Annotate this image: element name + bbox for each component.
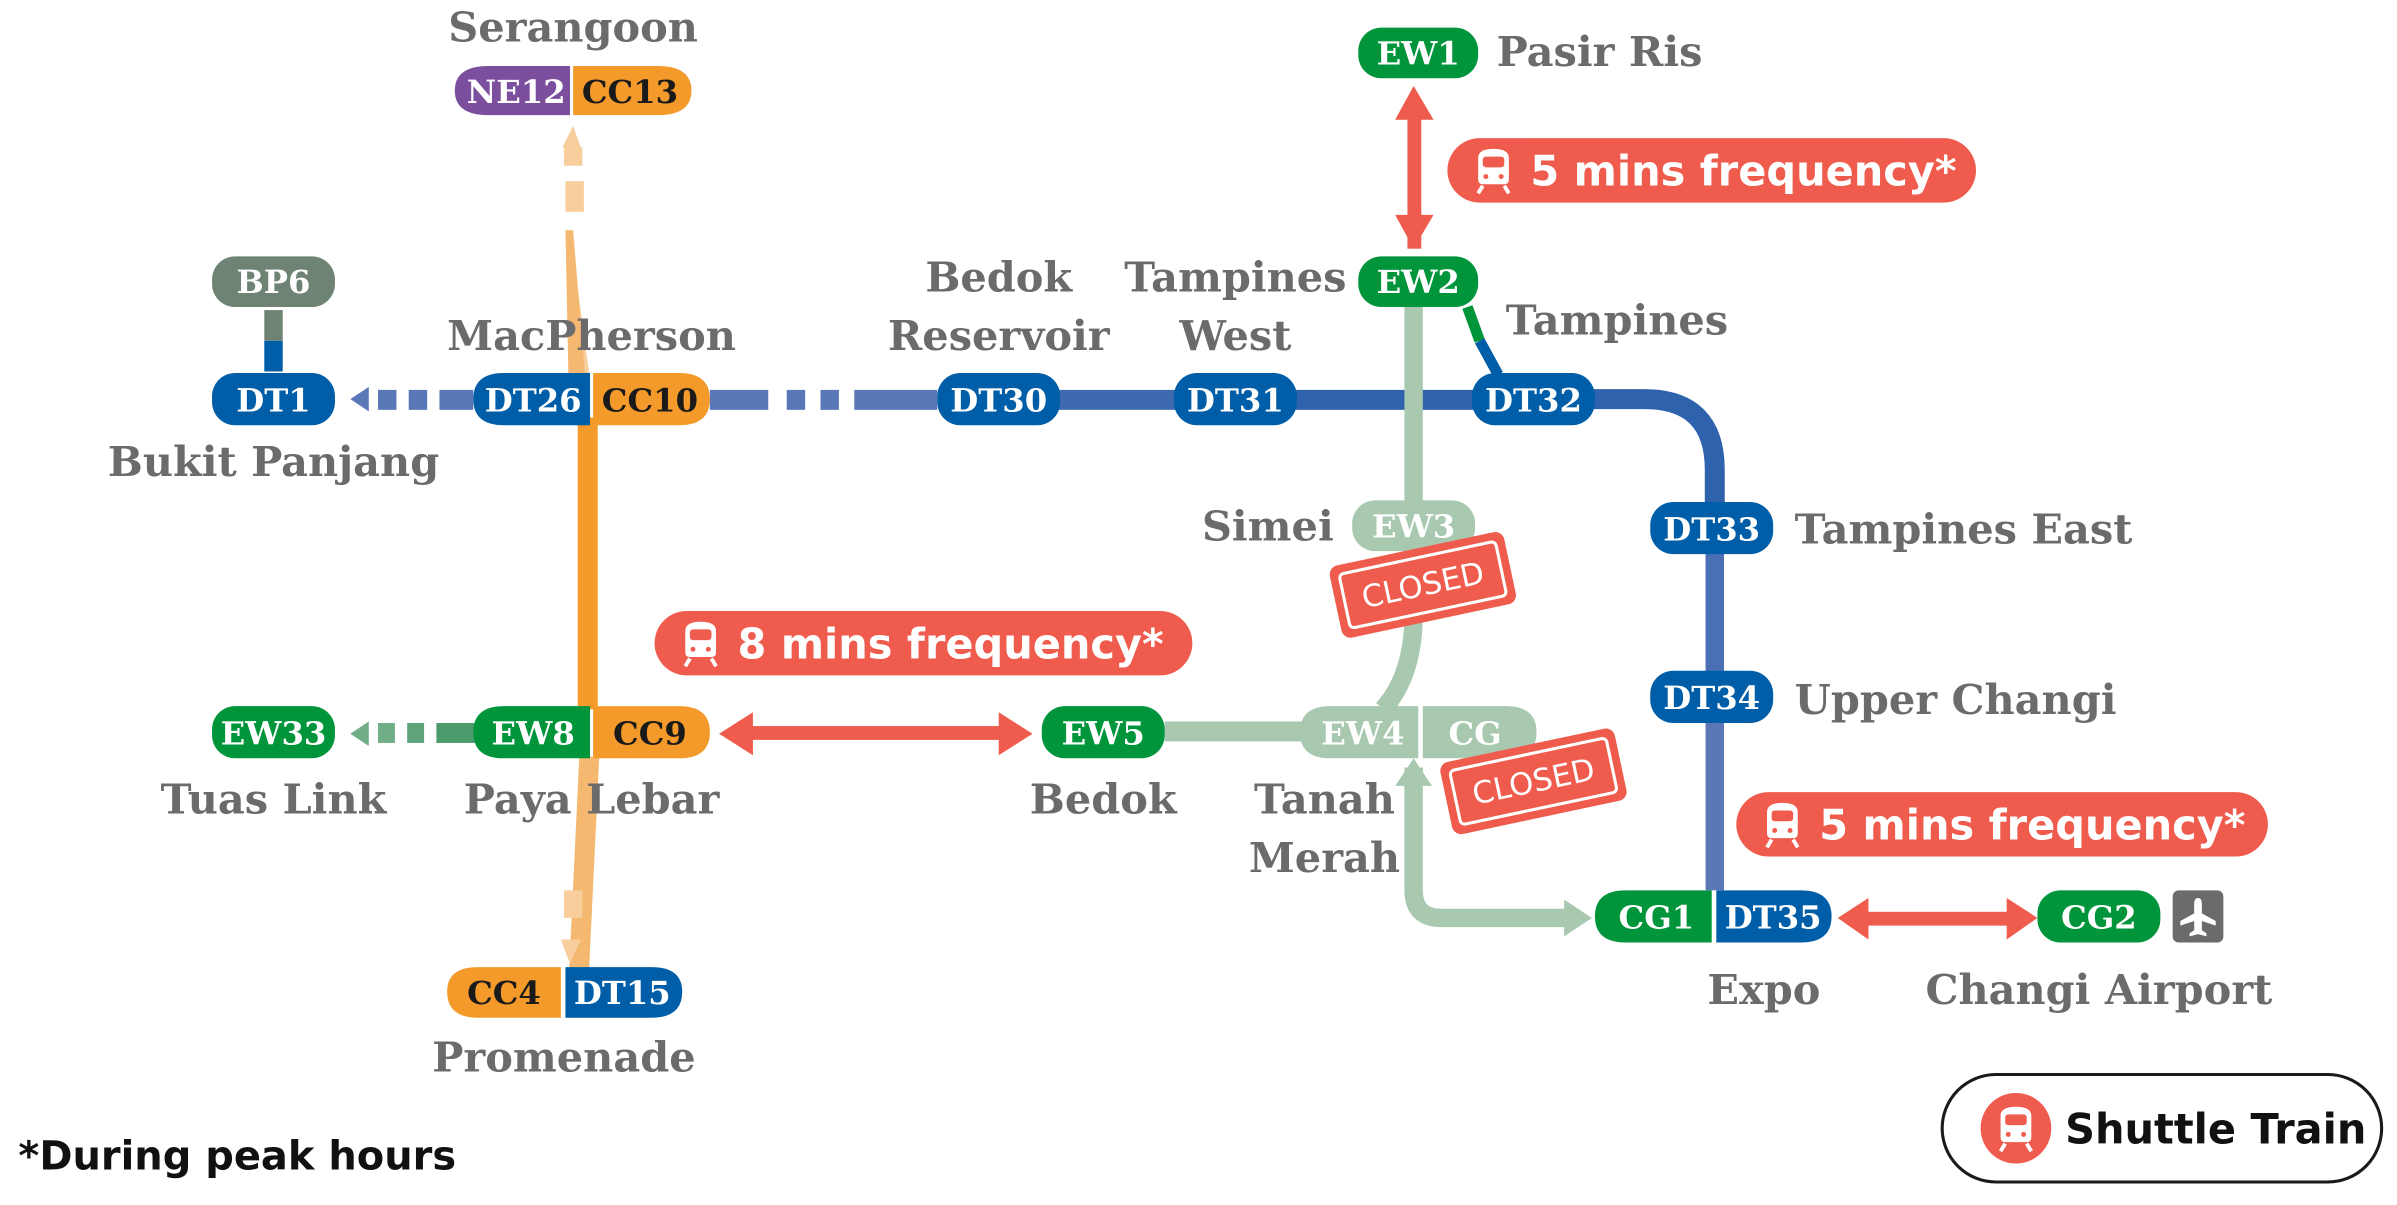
station-code: EW3 xyxy=(1372,507,1455,545)
station-promenade[interactable]: CC4 DT15 Promenade xyxy=(432,967,696,1081)
shuttle-arrow-paya-lebar-bedok xyxy=(719,712,1033,756)
shuttle-frequency-label: 8 mins frequency* xyxy=(738,621,1164,669)
ew-line-closed-track xyxy=(1164,307,1592,937)
station-code: CG xyxy=(1448,715,1501,753)
station-code: CC10 xyxy=(602,381,698,419)
station-tanah-merah[interactable]: EW4 CG Tanah Merah xyxy=(1249,706,1537,882)
station-serangoon[interactable]: NE12 CC13 Serangoon xyxy=(448,2,698,116)
station-tuas-link[interactable]: EW33 Tuas Link xyxy=(161,706,388,824)
circle-line-track xyxy=(560,125,600,983)
station-bukit-panjang[interactable]: DT1 Bukit Panjang xyxy=(108,373,439,486)
ew-tampines-connector xyxy=(1462,305,1485,343)
legend-shuttle-train: Shuttle Train xyxy=(1940,1072,2384,1184)
station-tampines-west[interactable]: DT31 Tampines West xyxy=(1124,253,1347,426)
station-name: Bedok xyxy=(1030,775,1178,824)
station-name: Tampines East xyxy=(1795,504,2133,553)
station-name-line2: West xyxy=(1178,311,1291,360)
station-code: NE12 xyxy=(467,73,566,111)
shuttle-frequency-pill: 8 mins frequency* xyxy=(654,610,1193,676)
station-code: EW33 xyxy=(221,715,327,753)
station-code: CC9 xyxy=(613,715,687,753)
airport-icon xyxy=(2172,890,2224,943)
station-code: EW8 xyxy=(492,715,575,753)
station-name-line1: Bedok xyxy=(925,253,1073,302)
station-tampines[interactable]: EW2 DT32 Tampines xyxy=(1358,256,1728,426)
train-icon xyxy=(1765,802,1800,849)
bp-line-stub xyxy=(264,310,283,341)
station-code: CC13 xyxy=(582,73,678,111)
station-tampines-east[interactable]: DT33 Tampines East xyxy=(1650,501,2133,555)
shuttle-arrow-expo-changi xyxy=(1837,897,2038,940)
footnote: *During peak hours xyxy=(18,1134,456,1180)
station-name: Tampines xyxy=(1506,296,1728,345)
closed-stamp-tanah-merah: CLOSED xyxy=(1440,728,1627,835)
station-pasir-ris[interactable]: EW1 Pasir Ris xyxy=(1358,27,1703,79)
station-name-line1: Tanah xyxy=(1254,775,1395,824)
station-code: DT31 xyxy=(1187,381,1284,419)
station-code: DT32 xyxy=(1485,381,1582,419)
station-code: DT26 xyxy=(485,381,582,419)
ew-west-track xyxy=(350,721,477,747)
station-name: Bukit Panjang xyxy=(108,437,439,486)
station-code: CC4 xyxy=(467,974,541,1012)
station-name-line2: Merah xyxy=(1249,833,1400,882)
station-macpherson[interactable]: DT26 CC10 MacPherson xyxy=(447,311,736,426)
station-code: EW2 xyxy=(1377,263,1460,301)
station-bedok[interactable]: EW5 Bedok xyxy=(1030,706,1178,824)
station-code: DT35 xyxy=(1725,899,1822,937)
station-name-line1: Tampines xyxy=(1124,253,1346,302)
station-code: EW5 xyxy=(1062,715,1145,753)
station-name: Serangoon xyxy=(448,2,698,51)
station-simei[interactable]: EW3 Simei xyxy=(1202,500,1476,552)
station-code: CG2 xyxy=(2061,899,2137,937)
station-name-line2: Reservoir xyxy=(888,311,1111,360)
station-name: Expo xyxy=(1707,965,1820,1014)
station-changi-airport[interactable]: CG2 Changi Airport xyxy=(1925,890,2272,1014)
dt-line-stub xyxy=(264,340,283,372)
station-code: BP6 xyxy=(237,263,311,301)
station-code: DT15 xyxy=(574,974,671,1012)
station-code: DT1 xyxy=(236,381,310,419)
train-icon xyxy=(1998,1106,2033,1153)
station-code: DT34 xyxy=(1663,679,1760,717)
train-icon xyxy=(1476,148,1511,195)
train-icon xyxy=(683,621,718,668)
station-paya-lebar[interactable]: EW8 CC9 Paya Lebar xyxy=(464,706,721,824)
station-name: Paya Lebar xyxy=(464,775,721,824)
station-name: Tuas Link xyxy=(161,775,388,824)
station-bedok-reservoir[interactable]: DT30 Bedok Reservoir xyxy=(888,253,1111,426)
station-name: Promenade xyxy=(432,1032,695,1081)
shuttle-frequency-pill: 5 mins frequency* xyxy=(1736,792,2268,857)
station-name: Upper Changi xyxy=(1795,675,2117,724)
downtown-line-track xyxy=(350,386,1725,891)
station-code: DT33 xyxy=(1663,510,1760,548)
station-code: DT30 xyxy=(950,381,1047,419)
shuttle-arrow-pasir-ris-tampines xyxy=(1395,85,1434,249)
station-expo[interactable]: CG1 DT35 Expo xyxy=(1594,890,1832,1014)
station-name: Changi Airport xyxy=(1925,965,2272,1014)
dt-tampines-connector xyxy=(1474,338,1503,378)
shuttle-frequency-label: 5 mins frequency* xyxy=(1819,802,2245,850)
station-code: EW1 xyxy=(1377,34,1460,72)
legend-label: Shuttle Train xyxy=(2065,1106,2366,1154)
shuttle-frequency-label: 5 mins frequency* xyxy=(1530,148,1956,196)
closed-stamp-simei: CLOSED xyxy=(1329,532,1516,638)
station-upper-changi[interactable]: DT34 Upper Changi xyxy=(1650,670,2117,724)
station-bp6[interactable]: BP6 xyxy=(212,256,335,308)
station-code: EW4 xyxy=(1321,715,1404,753)
station-code: CG1 xyxy=(1619,899,1695,937)
station-name: Pasir Ris xyxy=(1497,27,1703,76)
station-name: MacPherson xyxy=(447,311,736,360)
shuttle-frequency-pill: 5 mins frequency* xyxy=(1447,138,1976,203)
station-name: Simei xyxy=(1202,501,1334,550)
